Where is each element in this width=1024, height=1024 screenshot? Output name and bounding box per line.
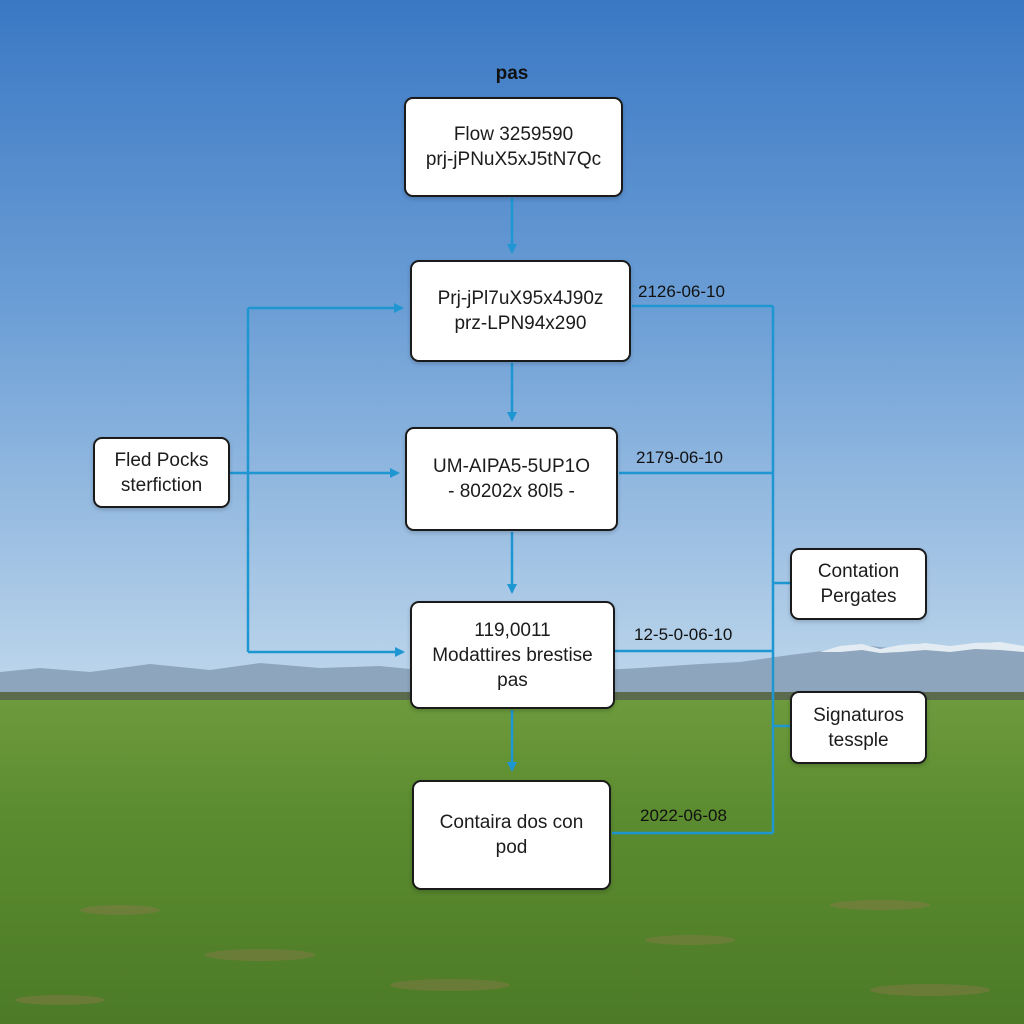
node-modattires: 119,0011 Modattires brestise pas: [410, 601, 615, 709]
date-label: 2179-06-10: [636, 448, 723, 467]
node-line: Contaira dos con: [439, 812, 584, 833]
node-fled-pocks: Fled Pocks sterfiction: [93, 437, 230, 508]
node-project: Prj-jPl7uX95x4J90z prz-LPN94x290: [410, 260, 631, 362]
node-contaira: Contaira dos con pod: [412, 780, 611, 890]
date-label: 2022-06-08: [640, 806, 727, 825]
node-signaturos: Signaturos tessple: [790, 691, 927, 764]
node-um: UM-AIPA5-5UP1O - 80202x 80l5 -: [405, 427, 618, 531]
node-line: Modattires brestise: [432, 644, 593, 666]
node-line: Prj-jPl7uX95x4J90z: [437, 288, 604, 309]
node-line: Flow 3259590: [453, 124, 574, 145]
node-line: prz-LPN94x290: [454, 313, 587, 334]
diagram-title: pas: [495, 63, 529, 84]
node-line: 119,0011: [474, 619, 551, 641]
node-line: UM-AIPA5-5UP1O: [433, 456, 590, 477]
node-line: Signaturos: [813, 704, 904, 726]
node-line: sterfiction: [120, 474, 203, 496]
grass-patches: [15, 900, 990, 1005]
node-line: Contation: [817, 561, 900, 582]
date-label: 12-5-0-06-10: [634, 625, 733, 644]
node-flow-start: Flow 3259590 prj-jPNuX5xJ5tN7Qc: [404, 97, 623, 197]
node-line: tessple: [828, 729, 889, 751]
node-line: Pergates: [820, 586, 897, 607]
node-contation: Contation Pergates: [790, 548, 927, 620]
node-line: Fled Pocks: [114, 449, 209, 471]
node-line: pod: [495, 837, 528, 858]
node-line: pas: [497, 669, 528, 691]
node-line: - 80202x 80l5 -: [448, 481, 575, 502]
date-label: 2126-06-10: [638, 282, 725, 301]
snow-caps: [820, 642, 1024, 653]
node-line: prj-jPNuX5xJ5tN7Qc: [425, 149, 602, 170]
